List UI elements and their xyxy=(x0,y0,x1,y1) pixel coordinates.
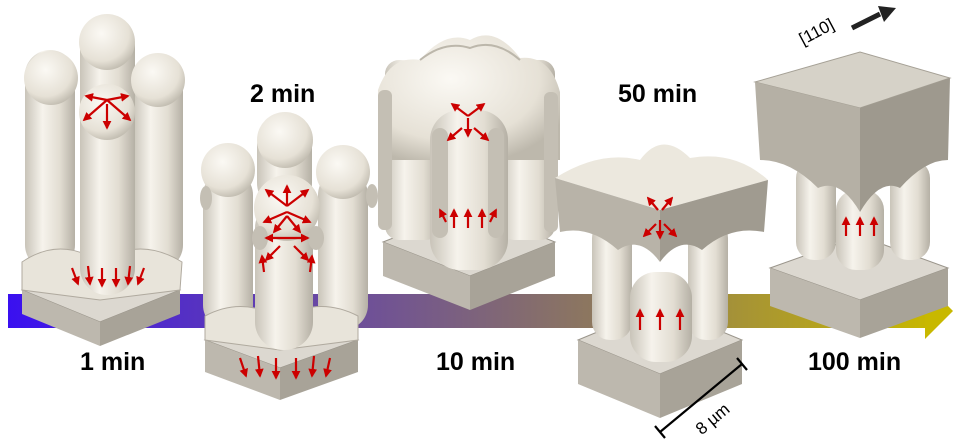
time-label-1min: 1 min xyxy=(80,348,145,377)
structure-10min xyxy=(378,35,560,310)
time-label-50min: 50 min xyxy=(618,80,697,109)
time-label-100min: 100 min xyxy=(808,348,901,377)
time-label-10min: 10 min xyxy=(436,348,515,377)
structure-1min xyxy=(22,14,185,346)
time-label-2min: 2 min xyxy=(250,80,315,109)
structure-100min xyxy=(755,6,950,338)
direction-arrow xyxy=(852,14,880,28)
structure-50min xyxy=(555,144,768,418)
structure-2min xyxy=(200,112,378,400)
